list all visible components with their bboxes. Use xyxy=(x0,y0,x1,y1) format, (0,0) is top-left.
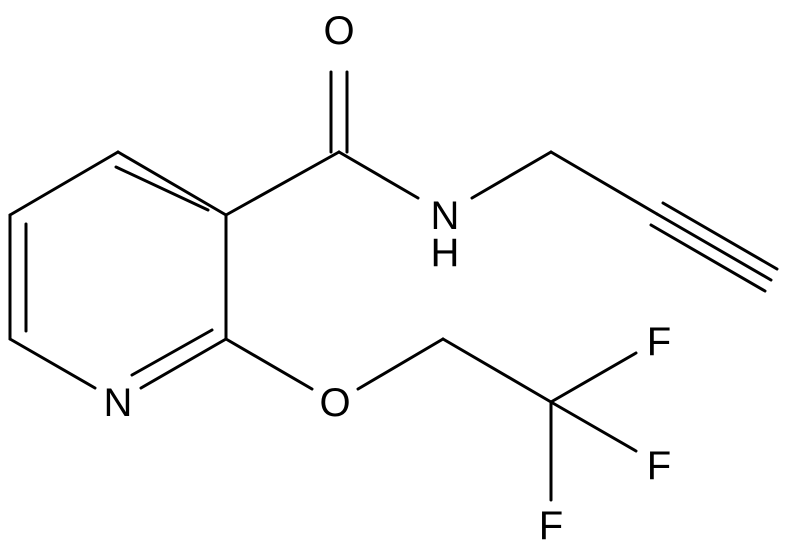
bond-cf-2 xyxy=(549,400,638,453)
atom-fluorine-1: F xyxy=(647,320,671,364)
bond-ring-c4-c5 xyxy=(8,150,120,217)
atom-pyridine-nitrogen: N xyxy=(104,381,133,425)
bond-ch2-alkyne xyxy=(549,150,659,216)
bond-cf-1 xyxy=(549,351,638,404)
bond-carbonyl-ring xyxy=(224,150,341,217)
bond-ring-n-c2 xyxy=(139,337,228,390)
bond-ether-o-ch2 xyxy=(356,337,445,391)
atom-labels: O N H N O F F F xyxy=(104,9,672,548)
bond-triple-3 xyxy=(661,201,779,271)
bond-ch2-cf3 xyxy=(441,337,553,404)
bond-amide-n-ch2 xyxy=(470,150,553,200)
atom-ether-oxygen: O xyxy=(319,381,350,425)
atom-oxygen-carbonyl: O xyxy=(323,9,354,53)
bond-ring-c6-n xyxy=(8,337,97,390)
bond-ring-ether-o xyxy=(224,337,314,391)
bond-ring-c3-c4 xyxy=(116,150,228,217)
bond-carbonyl-amide-n xyxy=(337,150,420,200)
bond-triple-2 xyxy=(655,212,773,282)
bond-ring-n-c2-inner xyxy=(130,328,214,377)
atom-fluorine-3: F xyxy=(539,504,563,548)
atom-fluorine-2: F xyxy=(647,444,671,488)
atom-amide-hydrogen: H xyxy=(431,231,460,275)
atom-amide-nitrogen: N xyxy=(431,194,460,238)
bond-triple-1 xyxy=(649,223,767,293)
bonds xyxy=(8,70,779,502)
bond-ring-c3-c4-inner xyxy=(114,165,210,212)
